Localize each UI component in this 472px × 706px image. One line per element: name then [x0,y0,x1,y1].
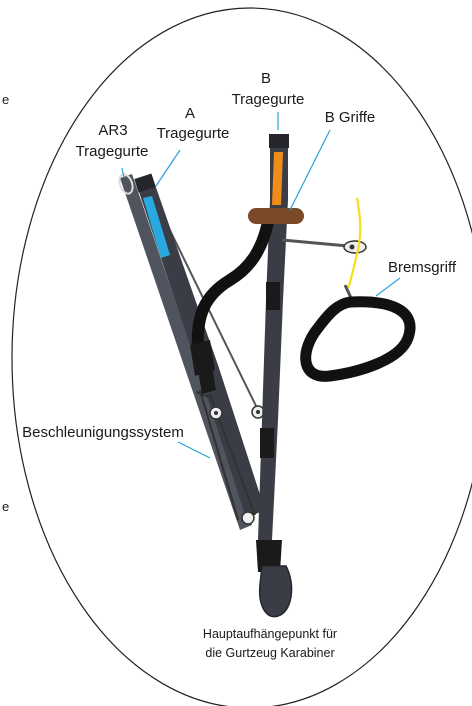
leader-b-handles [290,130,330,210]
main-attachment-loop [260,566,292,617]
edge-fragment-bottom-left: e [2,499,9,514]
label-main-attachment-line1: Hauptaufhängepunkt für [203,627,337,641]
label-ar3-riser-line2: Tragegurte [76,143,149,160]
label-brake-handle: Bremsgriff [388,259,457,276]
label-speed-system: Beschleunigungssystem [22,424,184,441]
b-riser-top-tab [269,134,289,148]
label-ar3-riser-line1: AR3 [98,122,127,139]
b-handle-bar [248,208,304,224]
label-a-riser-line2: Tragegurte [157,125,230,142]
label-main-attachment-line2: die Gurtzeug Karabiner [205,646,334,660]
label-b-handles: B Griffe [325,109,376,126]
leader-ar3-riser [122,168,124,178]
brake-handle-loop [306,302,410,377]
edge-fragment-top-left: e [2,92,9,107]
b-riser-curved-webbing [198,222,268,350]
label-b-riser-line2: Tragegurte [232,91,305,108]
leader-speed-system [178,442,210,458]
outline-ellipse [12,8,472,706]
ar3-riser [117,173,252,530]
brake-line-connector [282,240,366,253]
pulley-bottom [242,512,254,524]
main-attachment [256,540,292,617]
label-b-riser-line1: B [261,70,271,87]
leader-brake-handle [376,278,400,296]
pulley-lower-left [210,407,222,419]
label-a-riser-line1: A [185,105,195,122]
leader-a-riser [156,150,180,186]
brake-handle [306,285,410,376]
b-riser [258,134,289,540]
